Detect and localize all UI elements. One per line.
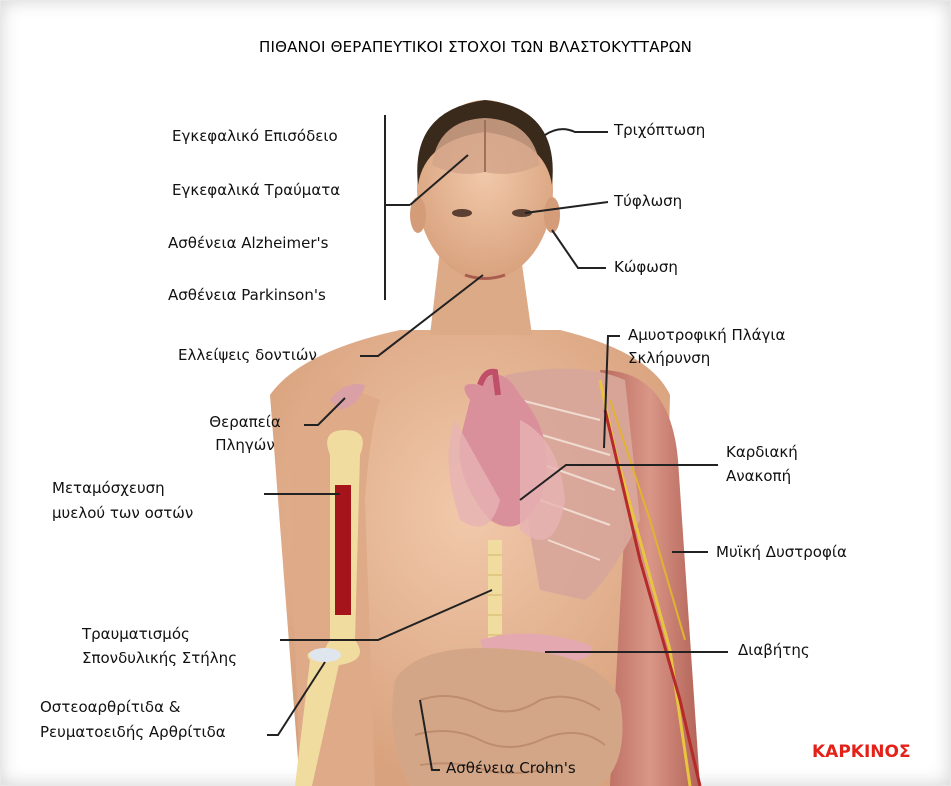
label-wounds-line1: Θεραπεία [200,412,290,433]
label-wounds-line2: Πληγών [200,435,290,456]
label-marrow-line2: μυελού των οστών [52,503,193,524]
label-crohn: Ασθένεια Crohn's [446,758,576,779]
bone-marrow [335,485,351,615]
label-arthritis-line1: Οστεοαρθρίτιδα & [40,697,180,718]
label-marrow-line1: Μεταμόσχευση [52,478,165,499]
label-arthritis-line2: Ρευματοειδής Αρθρίτιδα [40,722,226,743]
label-hair-loss: Τριχόπτωση [614,120,705,141]
label-teeth: Ελλείψεις δοντιών [178,345,317,366]
label-stroke: Εγκεφαλικό Επισόδειο [172,126,338,147]
label-spinal-line2: Σπονδυλικής Στήλης [82,648,237,669]
label-als-line1: Αμυοτροφική Πλάγια [628,325,785,346]
label-brain-trauma: Εγκεφαλικά Τραύματα [172,180,340,201]
label-blindness: Τύφλωση [614,191,682,212]
label-heart-line1: Καρδιακή [726,442,798,463]
label-cancer: ΚΑΡΚΙΝΟΣ [812,742,911,762]
page-title: ΠΙΘΑΝΟΙ ΘΕΡΑΠΕΥΤΙΚΟΙ ΣΤΟΧΟΙ ΤΩΝ ΒΛΑΣΤΟΚΥ… [0,38,951,56]
label-deafness: Κώφωση [614,257,678,278]
label-diabetes: Διαβήτης [738,640,810,661]
label-als-line2: Σκλήρυνση [628,348,710,369]
label-alzheimer: Ασθένεια Alzheimer's [168,233,328,254]
label-spinal-line1: Τραυματισμός [82,624,190,645]
label-dystrophy: Μυϊκή Δυστροφία [716,542,847,563]
label-parkinson: Ασθένεια Parkinson's [168,285,326,306]
label-heart-line2: Ανακοπή [726,466,791,487]
